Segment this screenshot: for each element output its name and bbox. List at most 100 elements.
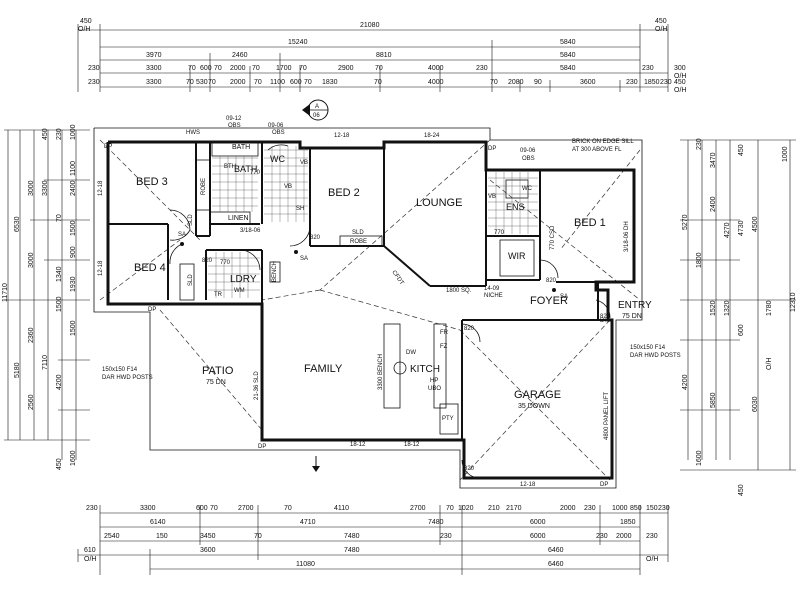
label-hws: HWS bbox=[186, 130, 200, 136]
room-family: FAMILY bbox=[304, 363, 343, 375]
dim-top-row5-right: 450 bbox=[674, 79, 686, 86]
section-letter: A bbox=[315, 104, 319, 110]
label-pantry: PTY bbox=[442, 416, 454, 422]
dim-top-total: 21080 bbox=[360, 22, 380, 29]
dim-bot-r4-oh-right: O/H bbox=[646, 556, 658, 563]
dim-right-r4-3: 1520 bbox=[710, 300, 717, 316]
dim-right-r3-5: 4200 bbox=[682, 374, 689, 390]
label-window-family-1: 18-12 bbox=[350, 442, 366, 448]
dim-bot-r3-4: 70 bbox=[254, 533, 262, 540]
dim-bot-r4-2: 3600 bbox=[200, 547, 216, 554]
dim-bot-r1-5: 2700 bbox=[238, 505, 254, 512]
right-dimensions: 12310 5270 6030 1000 2400 4730 1800 1780… bbox=[680, 138, 797, 496]
dim-bot-r3-8: 230 bbox=[596, 533, 608, 540]
label-trough: TR bbox=[214, 292, 223, 298]
label-door-entry: 820 bbox=[600, 314, 611, 320]
label-robe-bed2: ROBE bbox=[350, 239, 367, 245]
label-window-ens: 09-06 bbox=[520, 148, 536, 154]
dim-left-r4-7: 2400 bbox=[70, 180, 77, 196]
room-bed1: BED 1 bbox=[574, 217, 606, 229]
dim-bot-r2-2: 4710 bbox=[300, 519, 316, 526]
dim-bot-r3-6: 230 bbox=[440, 533, 452, 540]
dim-left-small-3: 1000 bbox=[70, 124, 77, 140]
dim-right-r3-4: 1780 bbox=[766, 300, 773, 316]
markers bbox=[180, 242, 556, 472]
dim-right-outer: 12310 bbox=[790, 292, 797, 312]
dim-bot-r1-8: 2700 bbox=[410, 505, 426, 512]
dim-top-row4-5: 70 bbox=[214, 65, 222, 72]
dim-bot-r1-3: 600 bbox=[196, 505, 208, 512]
dim-bot-r1-4: 70 bbox=[210, 505, 218, 512]
dim-top-row4-right: 300 bbox=[674, 65, 686, 72]
dim-top-row5-17: 3600 bbox=[580, 79, 596, 86]
dim-bot-r5-1: 11080 bbox=[296, 561, 315, 568]
dim-top-row5-10: 70 bbox=[304, 79, 312, 86]
label-door-laundry: 820 bbox=[202, 258, 213, 264]
dim-top-row4-10: 2900 bbox=[338, 65, 354, 72]
external-walls bbox=[106, 140, 636, 480]
label-cfdt: CFDT bbox=[390, 270, 404, 287]
dim-top-row5-5: 70 bbox=[208, 79, 216, 86]
dim-top-row5-right-oh: O/H bbox=[674, 87, 686, 94]
label-window-bed2: 12-18 bbox=[334, 133, 350, 139]
room-bed3: BED 3 bbox=[136, 176, 168, 188]
room-wc: WC bbox=[270, 154, 285, 164]
dim-right-r2-2: 6030 bbox=[752, 396, 759, 412]
label-fridge: FR bbox=[440, 330, 449, 336]
dim-bot-r1-1: 230 bbox=[86, 505, 98, 512]
dim-top-row5-4: 530 bbox=[196, 79, 208, 86]
dim-top-row4-12: 4000 bbox=[428, 65, 444, 72]
label-window-bed1: 3/18-06 DH bbox=[624, 221, 630, 252]
dim-top-row5-11: 1830 bbox=[322, 79, 338, 86]
dim-right-small-1: 230 bbox=[696, 138, 703, 150]
dim-right-r4-1: 3470 bbox=[710, 152, 717, 168]
room-entry: ENTRY bbox=[618, 300, 652, 311]
label-sld-bed4: SLD bbox=[188, 274, 194, 286]
dim-left-small-5: 1500 bbox=[70, 220, 77, 236]
dim-left-r4-6: 1500 bbox=[56, 296, 63, 312]
room-linen: LINEN bbox=[228, 215, 249, 222]
room-kitchen: KITCH bbox=[410, 364, 440, 375]
dim-left-r2-2: 5180 bbox=[14, 362, 21, 378]
room-bed4: BED 4 bbox=[134, 262, 166, 274]
label-bench: 3300 BENCH bbox=[378, 354, 384, 390]
dim-top-row5-14: 70 bbox=[490, 79, 498, 86]
dim-top-row4-8: 1700 bbox=[276, 65, 292, 72]
room-laundry: LDRY bbox=[230, 274, 257, 285]
dim-bot-r3-2: 150 bbox=[156, 533, 168, 540]
top-dimensions: 450 O/H 21080 450 O/H 15240 5840 3970 24… bbox=[77, 18, 686, 94]
label-dp-3: DP bbox=[488, 146, 496, 152]
dim-left-small-4: 1100 bbox=[70, 161, 77, 176]
label-window-ens-obs: OBS bbox=[522, 156, 535, 162]
dim-right-small-4: 450 bbox=[738, 484, 745, 496]
dim-right-small-2: 450 bbox=[738, 144, 745, 156]
room-wir: WIR bbox=[508, 251, 526, 261]
dim-bot-r3-3: 3450 bbox=[200, 533, 216, 540]
roof-outline bbox=[93, 127, 643, 489]
dim-top-row4-1: 230 bbox=[88, 65, 100, 72]
label-hotplate: HP bbox=[430, 378, 438, 384]
label-niche-sq: 1800 SQ. bbox=[446, 288, 472, 294]
dim-bot-r3-7: 6000 bbox=[530, 533, 546, 540]
dim-top-row5-19: 1850 bbox=[644, 79, 660, 86]
section-sheet: 06 bbox=[313, 113, 320, 119]
dim-bot-r4-oh-left: O/H bbox=[84, 556, 96, 563]
dim-left-outer: 11710 bbox=[2, 283, 9, 302]
dim-top-row4-15: 230 bbox=[642, 65, 654, 72]
dim-bot-r1-10: 1020 bbox=[458, 505, 474, 512]
annotations: ROBE ROBE SLD SLD SLD HWS 09-12 OBS 09-0… bbox=[98, 116, 681, 488]
label-oven: UBO bbox=[428, 386, 441, 392]
dim-top-row4-right-oh: O/H bbox=[674, 73, 686, 80]
dim-top-row3-a: 3970 bbox=[146, 52, 162, 59]
dim-left-r4-4: 2560 bbox=[28, 394, 35, 410]
room-bath-top: BATH bbox=[232, 144, 250, 151]
dim-top-row4-3: 70 bbox=[188, 65, 196, 72]
label-posts-left-2: DAR HWD POSTS bbox=[102, 375, 153, 381]
label-dp-6: DP bbox=[600, 318, 608, 324]
label-washing-machine: WM bbox=[234, 288, 245, 294]
label-dp-1: DP bbox=[104, 144, 112, 150]
fixtures bbox=[179, 141, 535, 435]
dim-bot-r3-1: 2540 bbox=[104, 533, 120, 540]
dim-left-r3-3: 7110 bbox=[42, 355, 49, 370]
